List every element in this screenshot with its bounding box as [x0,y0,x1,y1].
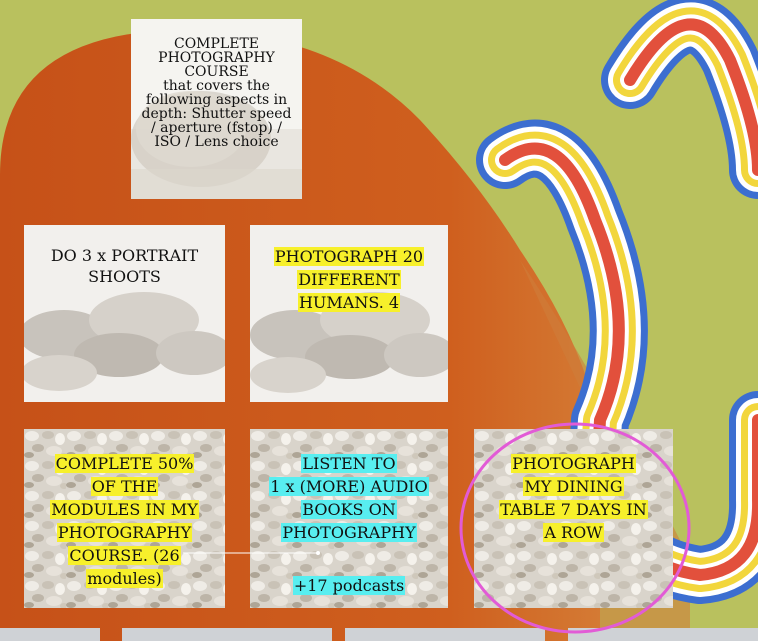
highlighted-text: 1 x (MORE) AUDIO [269,477,428,496]
highlighted-text: HUMANS. 4 [298,293,400,312]
text-line: MY DINING [474,475,673,498]
text-line: LISTEN TO [250,452,448,475]
text-line: 1 x (MORE) AUDIO [250,475,448,498]
card-text: PHOTOGRAPH 20 DIFFERENT HUMANS. 4 [250,245,448,314]
highlighted-text: TABLE 7 DAYS IN [499,500,647,519]
highlighted-text: COMPLETE 50% [55,454,195,473]
card-audio-books[interactable]: LISTEN TO 1 x (MORE) AUDIO BOOKS ON PHOT… [250,429,448,608]
highlighted-text: A ROW [543,523,603,542]
text-line: MODULES IN MY [24,498,225,521]
highlighted-text: DIFFERENT [297,270,400,289]
podcasts-text: +17 podcasts [293,576,405,595]
text-line: modules) [24,567,225,590]
card-text: LISTEN TO 1 x (MORE) AUDIO BOOKS ON PHOT… [250,452,448,597]
highlighted-text: MODULES IN MY [50,500,199,519]
highlighted-text: PHOTOGRAPH 20 [274,247,424,266]
text-line: BOOKS ON [250,498,448,521]
text-line: +17 podcasts [250,574,448,597]
highlighted-text: BOOKS ON [301,500,396,519]
text-line: following aspects in [131,93,302,107]
text-line: HUMANS. 4 [250,291,448,314]
text-line: COMPLETE 50% [24,452,225,475]
text-line: PHOTOGRAPH [474,452,673,475]
highlighted-text: modules) [86,569,162,588]
highlighted-text: PHOTOGRAPHY [57,523,192,542]
highlighted-text: LISTEN TO [301,454,396,473]
text-line: PHOTOGRAPH 20 [250,245,448,268]
text-line: PHOTOGRAPHY [131,51,302,65]
text-line: COURSE. (26 [24,544,225,567]
highlighted-text: MY DINING [523,477,623,496]
highlighted-text: OF THE [91,477,159,496]
card-dining-table[interactable]: PHOTOGRAPH MY DINING TABLE 7 DAYS IN A R… [474,429,673,608]
card-photograph-humans[interactable]: PHOTOGRAPH 20 DIFFERENT HUMANS. 4 [250,225,448,402]
text-line: A ROW [474,521,673,544]
card-text: PHOTOGRAPH MY DINING TABLE 7 DAYS IN A R… [474,452,673,544]
highlighted-text: PHOTOGRAPHY [281,523,416,542]
card-text: DO 3 x PORTRAIT SHOOTS [24,245,225,287]
text-line: / aperture (fstop) / [131,121,302,135]
text-line: PHOTOGRAPHY [250,521,448,544]
text-line: DO 3 x PORTRAIT [24,245,225,266]
text-line: TABLE 7 DAYS IN [474,498,673,521]
card-portrait-shoots[interactable]: DO 3 x PORTRAIT SHOOTS [24,225,225,402]
card-complete-modules[interactable]: COMPLETE 50% OF THE MODULES IN MY PHOTOG… [24,429,225,608]
card-photography-course[interactable]: COMPLETE PHOTOGRAPHY COURSE that covers … [131,19,302,199]
highlighted-text: PHOTOGRAPH [511,454,636,473]
text-line: ISO / Lens choice [131,135,302,149]
text-line: DIFFERENT [250,268,448,291]
text-line: that covers the [131,79,302,93]
card-text: COMPLETE 50% OF THE MODULES IN MY PHOTOG… [24,452,225,590]
text-line: OF THE [24,475,225,498]
highlighted-text: COURSE. (26 [68,546,180,565]
card-text: COMPLETE PHOTOGRAPHY COURSE that covers … [131,37,302,149]
text-line: COMPLETE [131,37,302,51]
text-line: PHOTOGRAPHY [24,521,225,544]
text-line: COURSE [131,65,302,79]
text-line: depth: Shutter speed [131,107,302,121]
text-line: SHOOTS [24,266,225,287]
